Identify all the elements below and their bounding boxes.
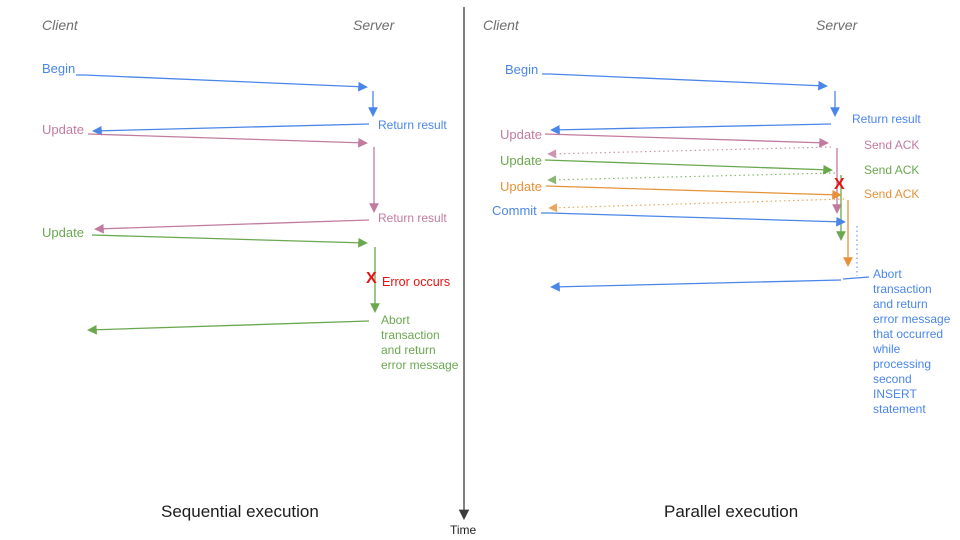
right-error-x-icon: X — [834, 176, 845, 193]
right-begin-response-arrow — [550, 123, 832, 135]
right-abort-response-arrow — [550, 279, 842, 292]
right-ack1-label: Send ACK — [864, 138, 920, 152]
right-update2-label: Update — [500, 153, 542, 168]
right-server-label: Server — [816, 17, 858, 33]
right-update2-ack-arrow — [547, 172, 836, 185]
left-client-label: Client — [42, 17, 78, 33]
left-update1-return-label: Return result — [378, 211, 447, 225]
time-axis-label: Time — [450, 523, 477, 537]
left-update2-request-arrow — [91, 234, 368, 248]
right-commit-request-arrow — [541, 212, 846, 227]
right-update2-request-arrow — [544, 159, 833, 175]
left-update1-response-arrow — [94, 219, 370, 234]
right-server-activation-line — [842, 276, 870, 280]
right-begin-label: Begin — [505, 62, 539, 77]
right-update1-request-arrow — [544, 133, 829, 148]
left-error-x-icon: X — [366, 270, 377, 287]
left-error-label: Error occurs — [382, 275, 451, 289]
right-update3-ack-arrow — [548, 198, 845, 213]
right-update1-label: Update — [500, 127, 542, 142]
right-caption: Parallel execution — [664, 502, 799, 521]
right-begin-request-arrow — [542, 73, 828, 91]
left-server-label: Server — [353, 17, 395, 33]
right-begin-return-label: Return result — [852, 112, 921, 126]
left-begin-label: Begin — [42, 61, 76, 76]
right-client-label: Client — [483, 17, 519, 33]
right-update3-label: Update — [500, 179, 542, 194]
left-caption: Sequential execution — [161, 502, 319, 521]
right-update1-ack-arrow — [547, 146, 832, 159]
left-begin-response-arrow — [92, 123, 370, 136]
left-begin-return-label: Return result — [378, 118, 447, 132]
left-begin-request-arrow — [76, 74, 368, 92]
left-update1-request-arrow — [87, 133, 368, 148]
right-ack2-label: Send ACK — [864, 163, 920, 177]
left-abort-note: Abort transaction and return error messa… — [381, 313, 459, 372]
right-abort-note: Abort transaction and return error messa… — [873, 267, 951, 416]
right-commit-label: Commit — [492, 203, 537, 218]
left-update1-label: Update — [42, 122, 84, 137]
left-abort-response-arrow — [87, 320, 370, 335]
right-update3-request-arrow — [545, 185, 842, 200]
left-update2-label: Update — [42, 225, 84, 240]
right-ack3-label: Send ACK — [864, 187, 920, 201]
